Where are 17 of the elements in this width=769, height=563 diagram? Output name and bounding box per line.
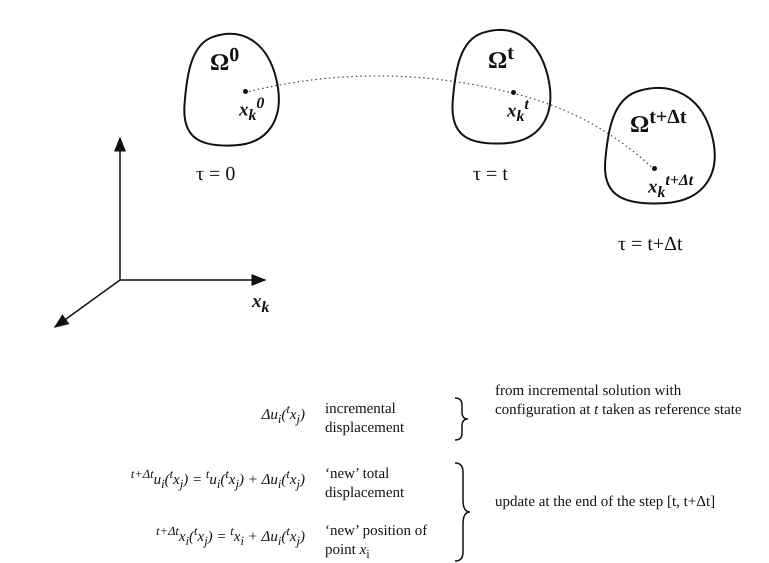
description-text: ‘new’ position of point x$_{i}$	[325, 522, 428, 563]
body-label: Ω$^{0}$	[210, 44, 240, 77]
description-text: incremental displacement	[325, 400, 406, 438]
description-text: ‘new’ total displacement	[325, 465, 406, 503]
trajectory-line	[248, 75, 510, 94]
formula: Δu$_{i}$($^{t}$x$_{j}$)	[260, 401, 305, 428]
description-text: from incremental solution with configuration at t taken as reference state	[495, 382, 743, 420]
body-label: Ω$^{t}$	[488, 42, 514, 75]
formula: $^{t+Δt}$u$_{i}$($^{t}$x$_{j}$) = $^{t}$u$_{i}$($^{t}$x$_{j}$) + Δu$_{i}$($^{t}$x$_{j}$)	[130, 466, 305, 493]
time-label: τ = 0	[196, 163, 236, 186]
time-label: τ = t	[473, 163, 508, 186]
axis-label: x$_{k}$	[252, 292, 270, 317]
description-text: update at the end of the step [t, t+Δt]	[495, 493, 716, 512]
time-label: τ = t+Δt	[618, 233, 683, 256]
formula: $^{t+Δt}$x$_{i}$($^{t}$x$_{j}$) = $^{t}$x$_{i}$ + Δu$_{i}$($^{t}$x$_{j}$)	[155, 523, 305, 550]
body-label: Ω$^{t+Δt}$	[630, 106, 686, 139]
trajectory-line	[516, 94, 652, 168]
